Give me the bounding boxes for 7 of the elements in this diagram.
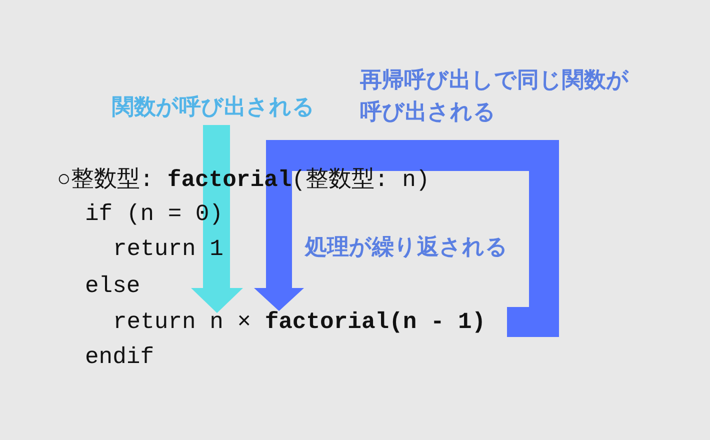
code-line: return n × factorial(n - 1) <box>113 308 486 336</box>
code-line: else <box>85 272 140 300</box>
annotation-text: 処理が繰り返される <box>305 233 508 261</box>
annotation-text: 関数が呼び出される <box>112 93 315 121</box>
code-line: endif <box>85 343 154 371</box>
code-line: return 1 <box>113 235 224 263</box>
annotation-text: 再帰呼び出しで同じ関数が呼び出される <box>360 66 630 126</box>
